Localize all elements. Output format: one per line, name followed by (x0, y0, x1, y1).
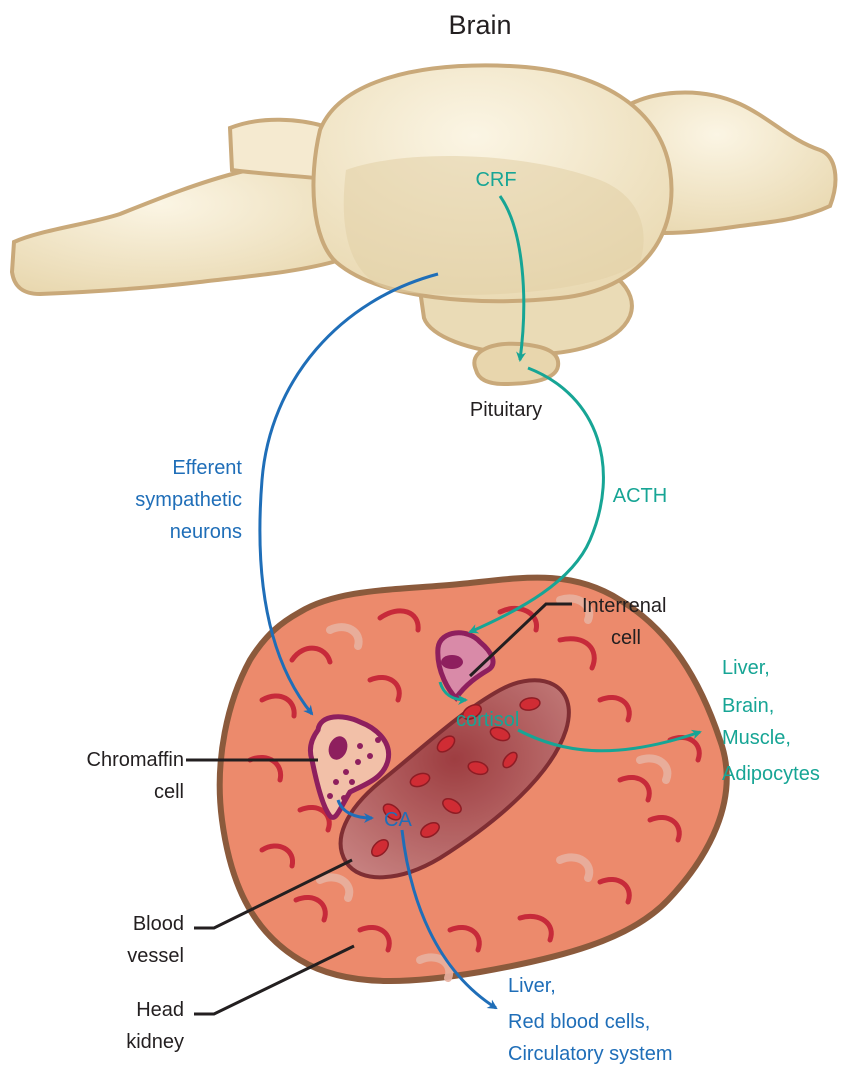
svg-text:Interrenal: Interrenal (582, 595, 667, 617)
title-brain: Brain (448, 10, 511, 40)
label-pituitary: Pituitary (470, 399, 542, 421)
svg-text:Head: Head (136, 999, 184, 1021)
svg-text:Liver,: Liver, (722, 657, 770, 679)
svg-text:Liver,: Liver, (508, 975, 556, 997)
svg-text:neurons: neurons (170, 521, 242, 543)
svg-text:Muscle,: Muscle, (722, 727, 791, 749)
label-efferent: Efferent sympathetic neurons (135, 457, 242, 543)
label-blood-vessel: Blood vessel (127, 913, 184, 967)
svg-text:kidney: kidney (126, 1031, 184, 1053)
label-acth: ACTH (613, 485, 667, 507)
label-chromaffin: Chromaffin cell (87, 749, 184, 803)
label-crf: CRF (475, 169, 516, 191)
label-head-kidney: Head kidney (126, 999, 184, 1053)
svg-text:Adipocytes: Adipocytes (722, 763, 820, 785)
label-cortisol-targets: Liver, Brain, Muscle, Adipocytes (722, 657, 820, 785)
svg-text:cell: cell (611, 627, 641, 649)
label-ca-targets: Liver, Red blood cells, Circulatory syst… (508, 975, 672, 1065)
svg-text:Brain,: Brain, (722, 695, 774, 717)
brain-forebrain-lobe (12, 166, 340, 294)
svg-text:Red blood cells,: Red blood cells, (508, 1011, 650, 1033)
svg-text:vessel: vessel (127, 945, 184, 967)
svg-text:Efferent: Efferent (172, 457, 242, 479)
head-kidney-illustration (220, 578, 727, 981)
label-cortisol: cortisol (456, 709, 519, 731)
svg-text:sympathetic: sympathetic (135, 489, 242, 511)
svg-text:cell: cell (154, 781, 184, 803)
label-ca: CA (384, 809, 412, 831)
svg-text:Circulatory system: Circulatory system (508, 1043, 672, 1065)
head-kidney-leader (194, 946, 354, 1014)
svg-text:Chromaffin: Chromaffin (87, 749, 184, 771)
svg-text:Blood: Blood (133, 913, 184, 935)
brain-illustration (12, 65, 835, 384)
